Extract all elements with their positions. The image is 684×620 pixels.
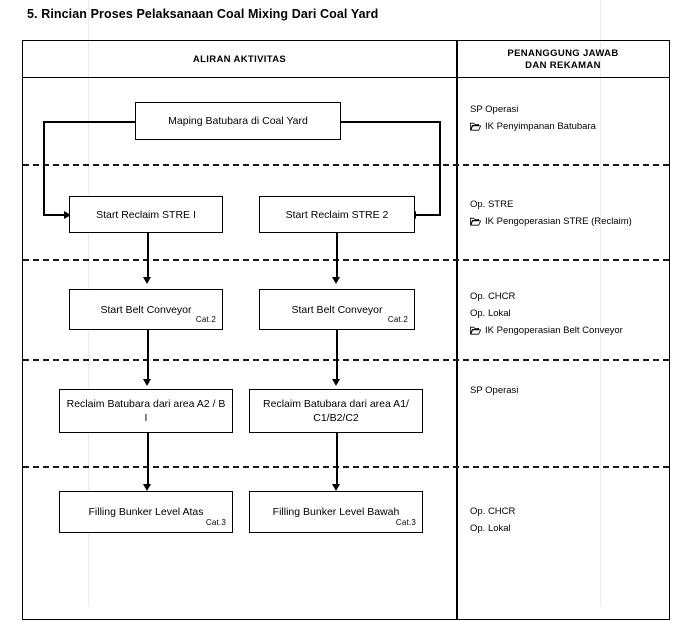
- process-box-reclaim-right-label: Reclaim Batubara dari area A1/ C1/B2/C2: [263, 398, 409, 424]
- responsibility-lane-4: SP Operasi: [470, 382, 518, 399]
- lane-separator-2: [23, 259, 669, 261]
- connector-to-stre2-h: [415, 214, 441, 216]
- responsibility-item: Op. STRE: [470, 196, 632, 213]
- process-box-bunker-left[interactable]: Filling Bunker Level Atas Cat.3: [59, 491, 233, 533]
- arrow-into-belt-right: [332, 277, 341, 284]
- process-box-reclaim-left-label: Reclaim Batubara dari area A2 / B I: [66, 398, 226, 424]
- responsibility-text: SP Operasi: [470, 385, 519, 396]
- connector-reclaim-bunker-right: [336, 433, 338, 488]
- process-box-stre2[interactable]: Start Reclaim STRE 2: [259, 196, 415, 233]
- folder-icon: [470, 326, 481, 335]
- process-box-belt-left-label: Start Belt Conveyor: [100, 303, 192, 316]
- process-box-stre1[interactable]: Start Reclaim STRE I: [69, 196, 223, 233]
- responsibility-text: Op. Lokal: [470, 308, 511, 319]
- responsibility-item: SP Operasi: [470, 101, 596, 118]
- connector-to-stre1-h: [43, 214, 67, 216]
- process-box-reclaim-right[interactable]: Reclaim Batubara dari area A1/ C1/B2/C2: [249, 389, 423, 433]
- responsibility-item: Op. CHCR: [470, 503, 515, 520]
- connector-maping-right-v: [439, 121, 441, 215]
- process-box-maping-label: Maping Batubara di Coal Yard: [168, 115, 308, 127]
- responsibility-text: IK Penyimpanan Batubara: [485, 121, 596, 132]
- table-header-row: ALIRAN AKTIVITAS PENANGGUNG JAWAB DAN RE…: [23, 41, 669, 78]
- responsibility-lane-5: Op. CHCR Op. Lokal: [470, 503, 515, 537]
- arrow-into-reclaim-right: [332, 379, 341, 386]
- responsibility-text: Op. CHCR: [470, 291, 516, 302]
- arrow-into-bunker-left: [143, 484, 152, 491]
- responsibility-item: Op. CHCR: [470, 288, 623, 305]
- folder-icon: [470, 122, 481, 131]
- responsibility-item: Op. Lokal: [470, 305, 623, 322]
- responsibility-text: Op. CHCR: [470, 506, 516, 517]
- responsibility-item: SP Operasi: [470, 382, 518, 399]
- process-box-bunker-right-label: Filling Bunker Level Bawah: [272, 506, 400, 518]
- process-box-belt-left-category: Cat.2: [195, 315, 216, 324]
- responsibility-item: IK Penyimpanan Batubara: [470, 118, 596, 135]
- responsibility-item: IK Pengoperasian Belt Conveyor: [470, 322, 623, 339]
- arrow-into-stre1: [64, 210, 71, 219]
- responsibility-text: IK Pengoperasian Belt Conveyor: [485, 325, 623, 336]
- page-guide-right: [600, 0, 601, 606]
- lane-separator-4: [23, 466, 669, 468]
- responsibility-lane-1: SP Operasi IK Penyimpanan Batubara: [470, 101, 596, 135]
- responsibility-lane-2: Op. STRE IK Pengoperasian STRE (Reclaim): [470, 196, 632, 230]
- page-title: 5. Rincian Proses Pelaksanaan Coal Mixin…: [27, 7, 379, 21]
- responsibility-text: Op. STRE: [470, 199, 514, 210]
- column-divider: [456, 41, 458, 619]
- connector-belt-reclaim-right: [336, 330, 338, 383]
- process-box-stre2-label: Start Reclaim STRE 2: [285, 208, 389, 221]
- arrow-into-reclaim-left: [143, 379, 152, 386]
- responsibility-item: IK Pengoperasian STRE (Reclaim): [470, 213, 632, 230]
- connector-stre1-belt: [147, 233, 149, 281]
- arrow-into-belt-left: [143, 277, 152, 284]
- connector-maping-left-h: [43, 121, 135, 123]
- process-box-bunker-left-category: Cat.3: [205, 518, 226, 527]
- process-table: ALIRAN AKTIVITAS PENANGGUNG JAWAB DAN RE…: [22, 40, 670, 620]
- responsibility-lane-3: Op. CHCR Op. Lokal IK Pengoperasian Belt…: [470, 288, 623, 339]
- process-box-belt-right[interactable]: Start Belt Conveyor Cat.2: [259, 289, 415, 330]
- connector-stre2-belt: [336, 233, 338, 281]
- responsibility-text: SP Operasi: [470, 104, 519, 115]
- header-penanggung-jawab: PENANGGUNG JAWAB DAN REKAMAN: [457, 41, 669, 78]
- process-box-belt-right-label: Start Belt Conveyor: [291, 303, 383, 316]
- process-box-bunker-left-label: Filling Bunker Level Atas: [88, 506, 204, 518]
- responsibility-text: Op. Lokal: [470, 523, 511, 534]
- folder-icon: [470, 217, 481, 226]
- responsibility-text: IK Pengoperasian STRE (Reclaim): [485, 216, 632, 227]
- process-box-stre1-label: Start Reclaim STRE I: [96, 208, 196, 221]
- header-aliran-aktivitas: ALIRAN AKTIVITAS: [192, 53, 287, 65]
- connector-maping-right-h: [341, 121, 441, 123]
- process-box-maping[interactable]: Maping Batubara di Coal Yard: [135, 102, 341, 140]
- arrow-into-bunker-right: [332, 484, 341, 491]
- process-box-belt-left[interactable]: Start Belt Conveyor Cat.2: [69, 289, 223, 330]
- header-penanggung-jawab-line2: DAN REKAMAN: [525, 59, 601, 71]
- connector-belt-reclaim-left: [147, 330, 149, 383]
- connector-maping-left-v: [43, 121, 45, 215]
- connector-reclaim-bunker-left: [147, 433, 149, 488]
- header-penanggung-jawab-line1: PENANGGUNG JAWAB: [507, 47, 619, 59]
- process-box-reclaim-left[interactable]: Reclaim Batubara dari area A2 / B I: [59, 389, 233, 433]
- lane-separator-3: [23, 359, 669, 361]
- process-box-bunker-right[interactable]: Filling Bunker Level Bawah Cat.3: [249, 491, 423, 533]
- responsibility-item: Op. Lokal: [470, 520, 515, 537]
- process-box-bunker-right-category: Cat.3: [395, 518, 416, 527]
- process-box-belt-right-category: Cat.2: [387, 315, 408, 324]
- lane-separator-1: [23, 164, 669, 166]
